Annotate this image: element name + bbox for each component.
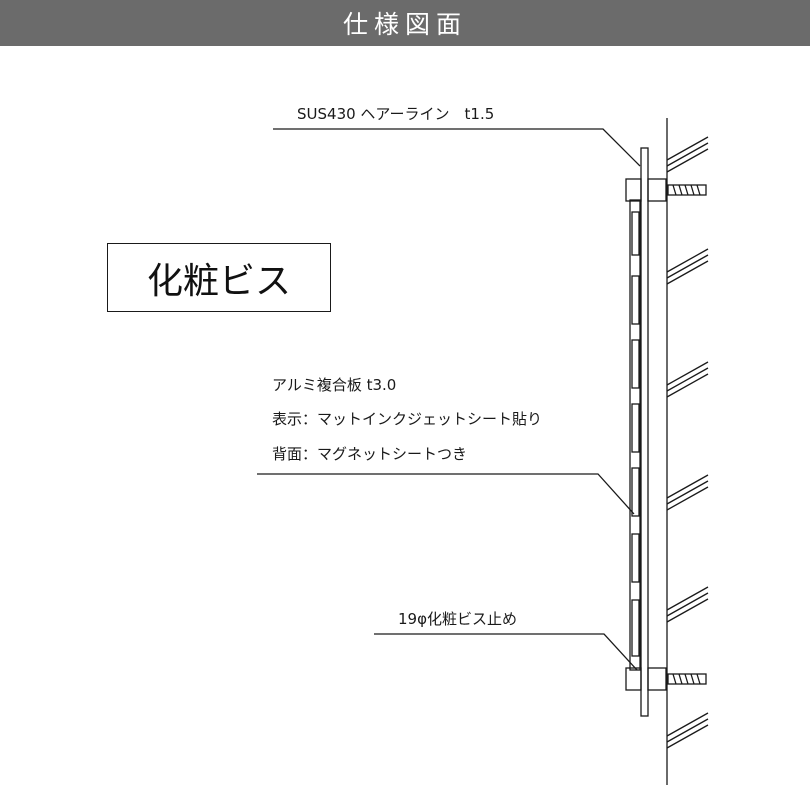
screw-callout-label: 19φ化粧ビス止め — [398, 610, 517, 628]
magnet-sheet-segments — [631, 211, 640, 657]
plate-leader-line — [273, 128, 641, 167]
panel-back-label: 背面：マグネットシートつき — [272, 445, 468, 463]
bottom-screw-icon — [625, 667, 707, 691]
plate-callout-label: SUS430 ヘアーライン t1.5 — [297, 105, 495, 123]
wall-hatching — [666, 136, 709, 749]
product-type-label: 化粧ビス — [146, 260, 291, 302]
top-screw-icon — [625, 178, 707, 202]
panel-front-label: 表示：マットインクジェットシート貼り — [272, 410, 543, 428]
panel-leader-line — [257, 473, 635, 515]
product-type-box: 化粧ビス — [107, 243, 331, 312]
stainless-plate — [640, 147, 649, 717]
screw-leader-line — [374, 633, 638, 671]
panel-material-label: アルミ複合板 t3.0 — [272, 376, 397, 394]
page-title: 仕様図面 — [342, 10, 467, 39]
header-bar: 仕様図面 — [0, 0, 810, 46]
composite-panel — [629, 199, 641, 671]
